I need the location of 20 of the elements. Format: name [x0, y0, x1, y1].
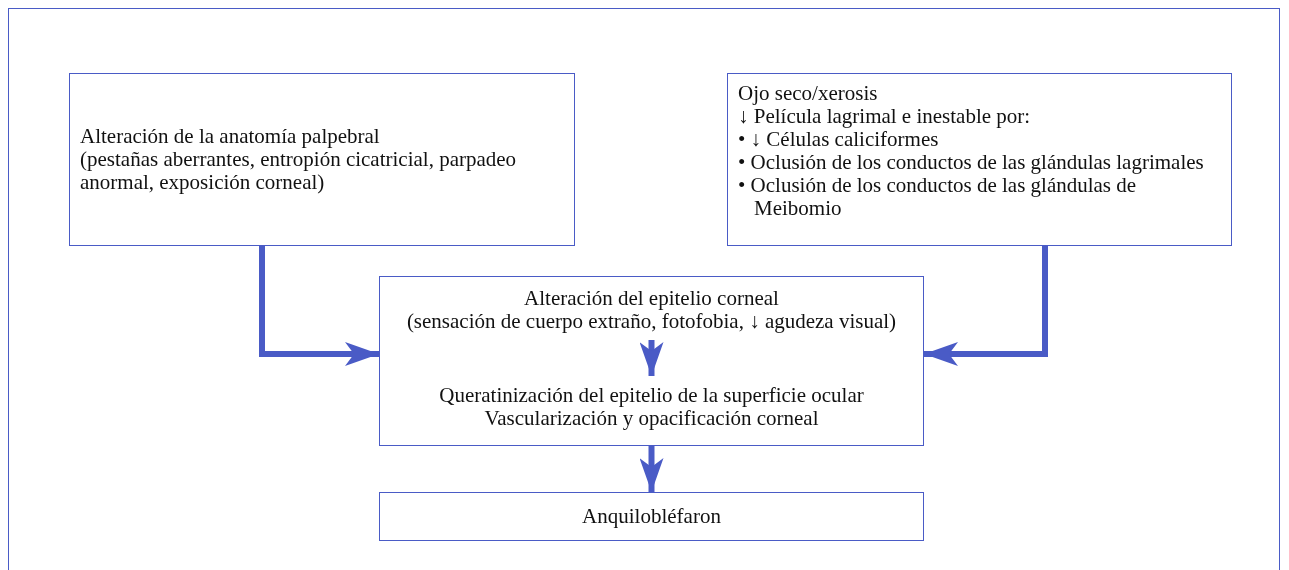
arrow [639, 446, 664, 492]
box-text: (pestañas aberrantes, entropión cicatricial, parpadeo anormal, exposición corneal) [80, 148, 518, 194]
process-box [727, 73, 1232, 246]
process-box [379, 276, 924, 446]
process-box [379, 492, 924, 541]
box-text: (sensación de cuerpo extraño, fotofobia, ↓ agudeza visual) [406, 310, 897, 333]
box-text: Alteración del epitelio corneal [524, 287, 779, 310]
arrow [639, 340, 664, 376]
box-text: • Oclusión de los conductos de las glándulas de Meibomio [738, 174, 1137, 220]
arrow [924, 246, 1048, 366]
box-text: Ojo seco/xerosis [738, 82, 878, 105]
process-box [69, 73, 575, 246]
box-text: Vascularización y opacificación corneal [484, 407, 819, 430]
box-text: • Oclusión de los conductos de las glándulas lagrimales [738, 151, 1204, 174]
box-text: Anquilobléfaron [582, 505, 721, 528]
box-text: • ↓ Células caliciformes [738, 128, 939, 151]
box-text: Queratinización del epitelio de la superficie ocular [439, 384, 864, 407]
box-text: Alteración de la anatomía palpebral [80, 125, 380, 148]
arrow [259, 246, 379, 366]
box-text: ↓ Película lagrimal e inestable por: [738, 105, 1031, 128]
